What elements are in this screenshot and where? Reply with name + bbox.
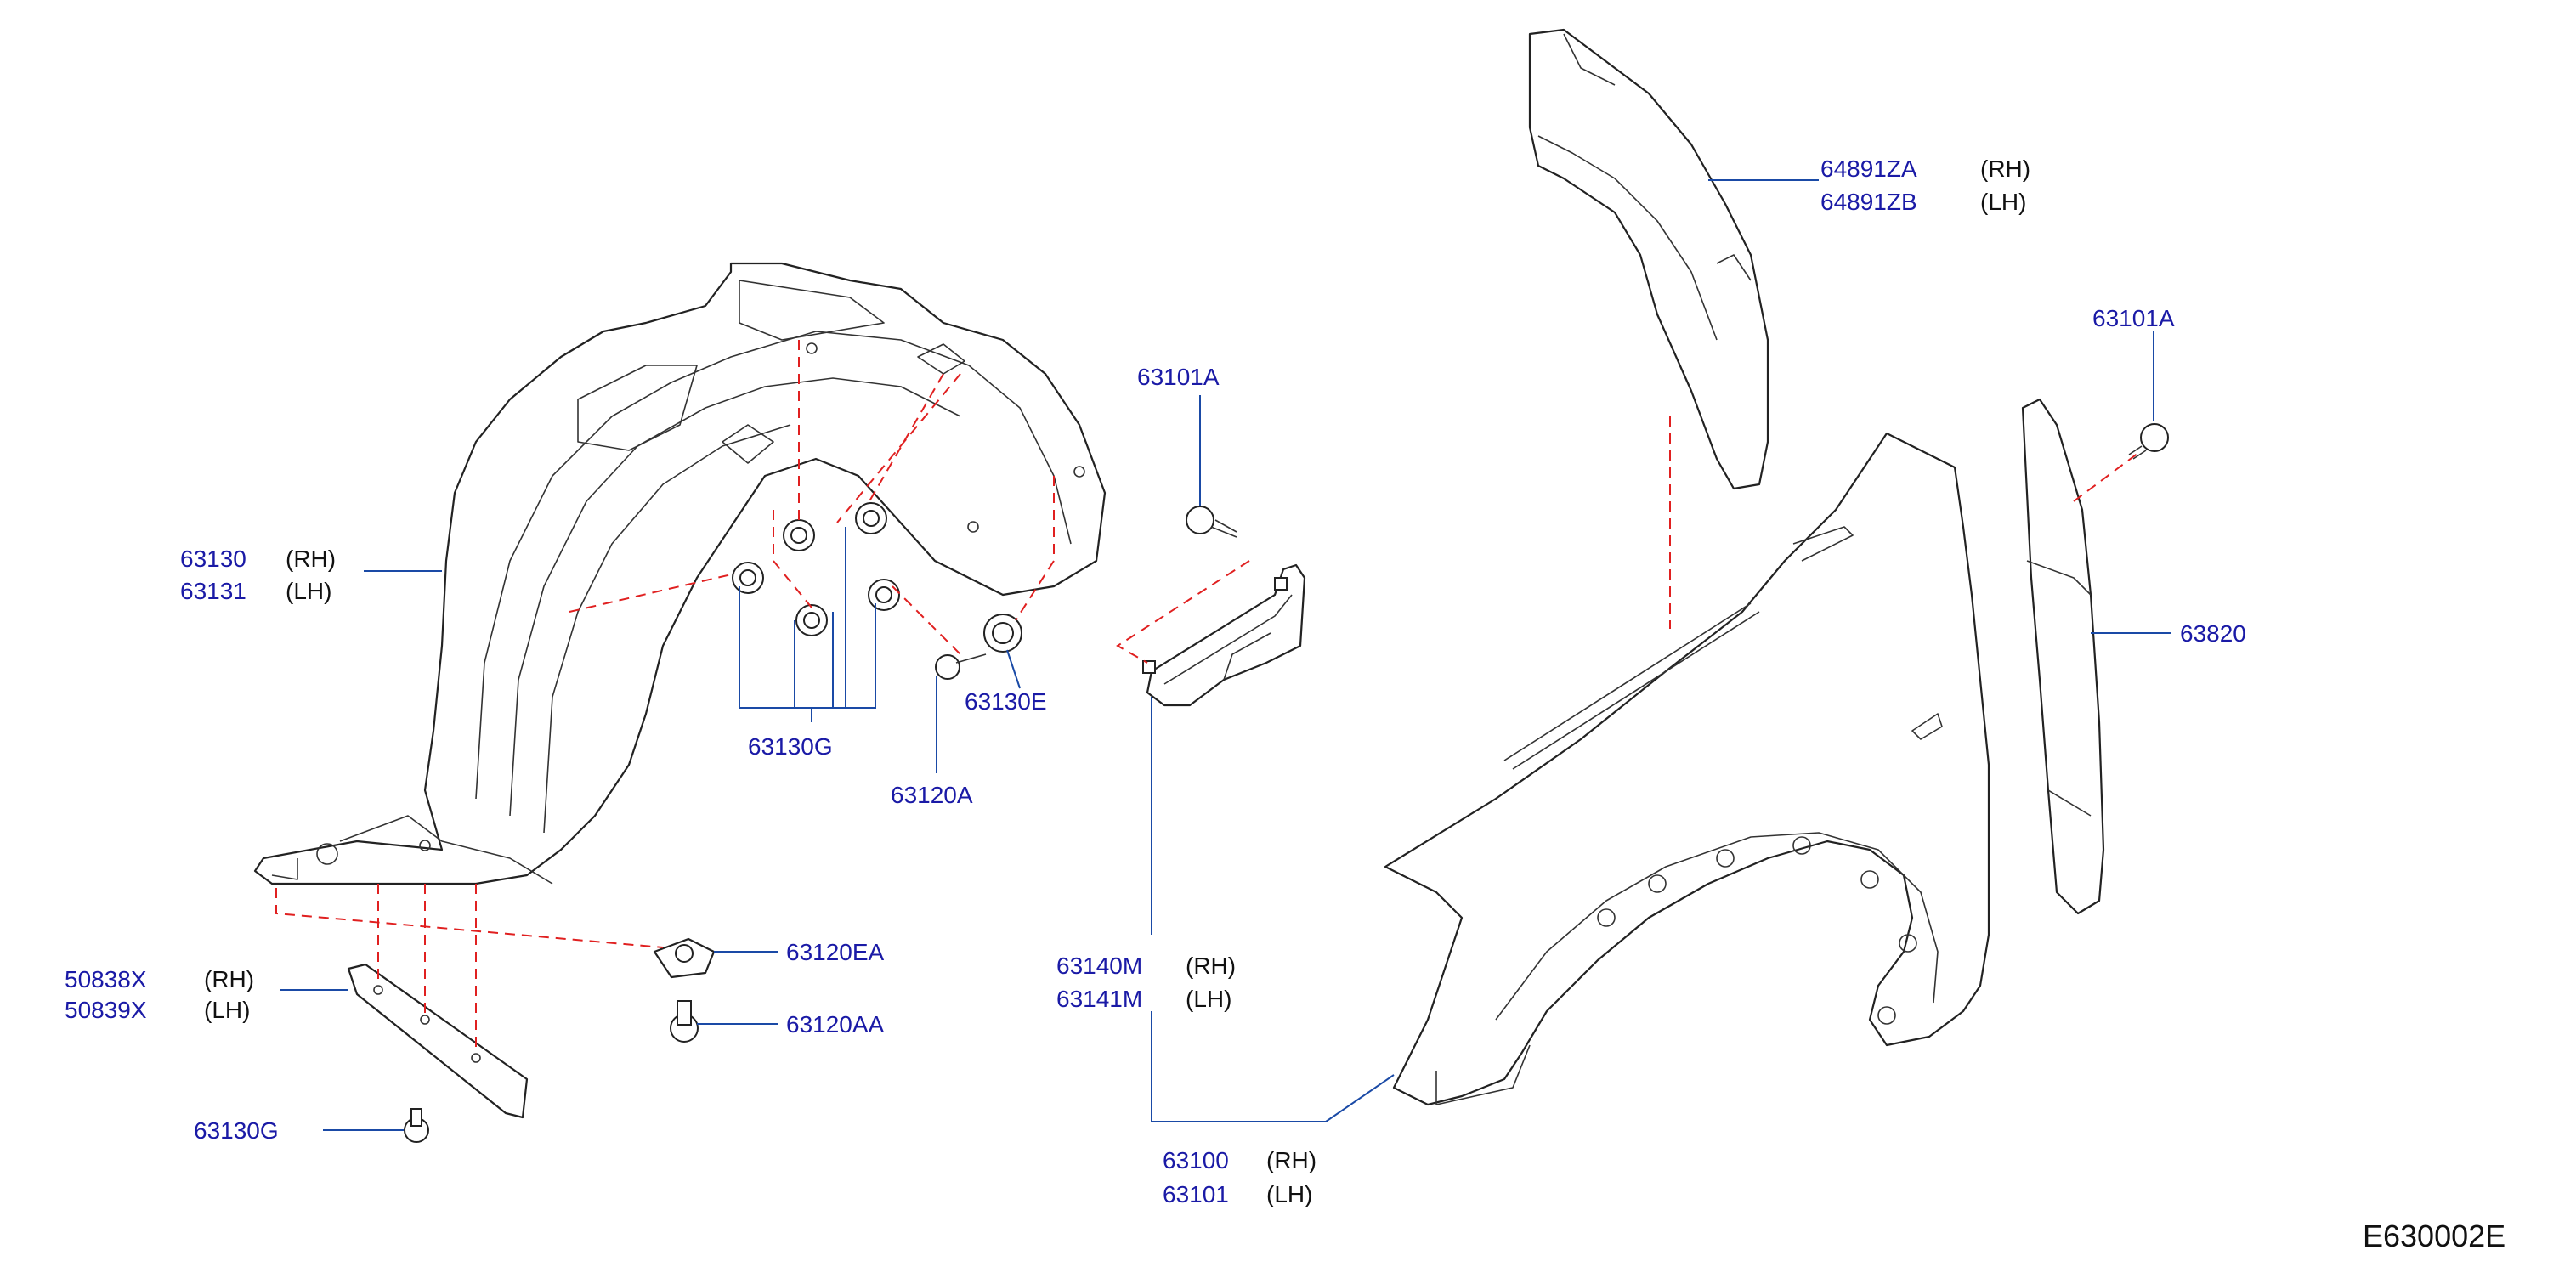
- label-63100-rh: 63100 (RH): [1163, 1147, 1316, 1173]
- attachment-links: [275, 340, 2143, 1054]
- diagram-code: E630002E: [2363, 1219, 2505, 1253]
- part-number-63820: 63820: [2180, 620, 2246, 647]
- label-63141m-lh: 63141M (LH): [1056, 986, 1231, 1012]
- bolt-63101a-right: [2128, 423, 2169, 460]
- label-64891za-rh: 64891ZA (RH): [1820, 156, 2030, 182]
- clip-63130g-3: [795, 604, 828, 636]
- label-64891zb-lh: 64891ZB (LH): [1820, 189, 2026, 215]
- part-number-50838x: 50838X: [65, 966, 147, 992]
- label-63140m-rh: 63140M (RH): [1056, 953, 1236, 979]
- part-number-50839x: 50839X: [65, 997, 147, 1023]
- part-number-63130: 63130: [180, 546, 246, 572]
- side-lh: (LH): [204, 997, 250, 1023]
- clip-63130g-2: [783, 519, 815, 551]
- fender-bracket-drawing: [1142, 563, 1306, 707]
- part-number-63100: 63100: [1163, 1147, 1229, 1173]
- part-number-63120a: 63120A: [891, 782, 973, 808]
- part-number-63101a-left: 63101A: [1137, 364, 1220, 390]
- seal-drawing: [2021, 398, 2105, 915]
- part-number-63101a-right: 63101A: [2092, 305, 2175, 331]
- side-lh: (LH): [1266, 1181, 1312, 1207]
- part-number-63120aa: 63120AA: [786, 1011, 885, 1038]
- label-63130-rh: 63130 (RH): [180, 546, 336, 572]
- part-number-64891zb: 64891ZB: [1820, 189, 1917, 215]
- side-lh: (LH): [1980, 189, 2026, 215]
- label-63101-lh: 63101 (LH): [1163, 1181, 1312, 1207]
- label-63131-lh: 63131 (LH): [180, 578, 331, 604]
- label-50839x-lh: 50839X (LH): [65, 997, 250, 1023]
- grommet-63130e: [983, 614, 1022, 653]
- part-number-63130g-clip: 63130G: [748, 733, 833, 760]
- side-rh: (RH): [1266, 1147, 1316, 1173]
- front-fender-drawing: [1384, 432, 1990, 1106]
- clip-63130g-5: [868, 579, 900, 611]
- side-rh: (RH): [1980, 156, 2030, 182]
- clip-63130g-1: [732, 562, 764, 594]
- side-lh: (LH): [1186, 986, 1231, 1012]
- splash-guard-drawing: [347, 963, 529, 1119]
- side-lh: (LH): [286, 578, 331, 604]
- screw-63120aa: [670, 1000, 699, 1043]
- part-number-64891za: 64891ZA: [1820, 156, 1917, 182]
- part-number-63140m: 63140M: [1056, 953, 1142, 979]
- fender-protector-drawing: [253, 262, 1107, 885]
- side-rh: (RH): [286, 546, 336, 572]
- part-number-63130e: 63130E: [965, 688, 1047, 715]
- bolt-63101a-left: [1186, 506, 1237, 538]
- clip-fasteners: [732, 502, 1022, 680]
- clip-63130g-4: [855, 502, 887, 534]
- label-50838x-rh: 50838X (RH): [65, 966, 254, 992]
- leader-lines: [280, 179, 2171, 1131]
- clip-nut-63120ea: [653, 937, 716, 979]
- part-number-63130g-screw: 63130G: [194, 1117, 279, 1144]
- part-number-63141m: 63141M: [1056, 986, 1142, 1012]
- part-number-63101: 63101: [1163, 1181, 1229, 1207]
- part-number-63120ea: 63120EA: [786, 939, 885, 965]
- insulator-drawing: [1528, 28, 1769, 490]
- screw-63130g-bottom: [404, 1108, 429, 1143]
- side-rh: (RH): [204, 966, 254, 992]
- side-rh: (RH): [1186, 953, 1236, 979]
- part-number-63131: 63131: [180, 578, 246, 604]
- screw-63120a: [935, 653, 987, 680]
